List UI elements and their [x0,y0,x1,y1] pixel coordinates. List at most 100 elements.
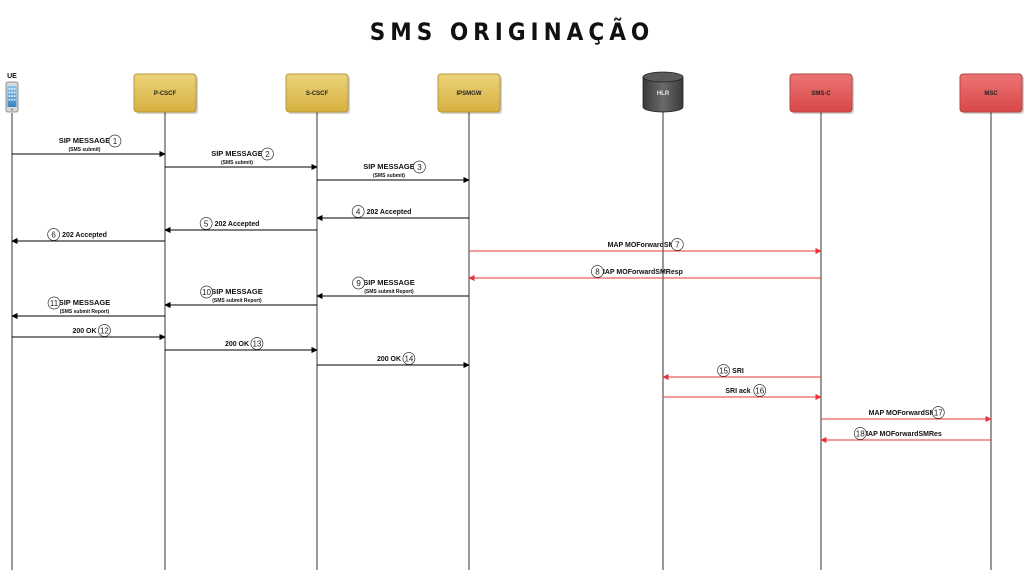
step-number-8: 8 [591,265,604,278]
message-9: SIP MESSAGE (SMS submit Report)9 [316,276,469,300]
entity-label-s-cscf: S-CSCF [306,91,329,97]
entity-label-hlr: HLR [657,91,670,97]
step-number-18: 18 [853,427,867,440]
step-number-text: 18 [856,429,865,438]
message-4: 202 Accepted 4 [316,205,469,222]
message-label: MAP MOForwardSMRes [862,431,942,438]
step-number-text: 14 [404,354,413,363]
phone-icon [5,81,19,113]
step-number-text: 10 [202,288,211,297]
entity-sms-c: SMS-C [789,73,854,114]
step-number-text: 15 [719,366,728,375]
step-number-17: 17 [931,406,945,419]
entity-label-p-cscf: P-CSCF [154,91,177,97]
step-number-text: 12 [100,326,109,335]
message-label: MAP MOForwardSM [869,410,936,417]
step-number-13: 13 [250,337,264,350]
message-label: SIP MESSAGE [211,149,263,158]
step-number-4: 4 [351,205,365,218]
step-number-14: 14 [402,352,416,365]
step-number-text: 17 [934,408,943,417]
message-label: 200 OK [72,328,96,335]
message-label: SRI [732,368,744,375]
message-label: 200 OK [225,341,249,348]
entity-s-cscf: S-CSCF [285,73,350,114]
entity-box-s-cscf [285,73,349,113]
message-16: SRI ack 16 [663,384,822,401]
step-number-1: 1 [108,134,122,148]
step-number-15: 15 [717,364,730,377]
step-number-11: 11 [47,296,61,310]
message-label: SIP MESSAGE [363,278,415,287]
step-number-9: 9 [352,276,365,290]
message-3: SIP MESSAGE (SMS submit) 3 [317,160,470,184]
message-sublabel: (SMS submit) [221,160,253,166]
step-number-text: 6 [51,230,56,239]
message-sublabel: (SMS submit) [69,147,101,153]
step-number-text: 8 [595,267,600,276]
step-number-text: 16 [755,386,764,395]
database-icon [642,77,684,113]
message-label: MAP MOForwardSM [608,242,675,249]
entity-label-msc: MSC [984,91,998,97]
message-label: 202 Accepted [215,221,260,228]
entity-box-ipsmgw [437,73,501,113]
step-number-text: 9 [356,279,361,288]
message-label: MAP MOForwardSMResp [599,269,683,276]
step-number-text: 4 [356,207,361,216]
step-number-10: 10 [200,285,213,299]
step-number-5: 5 [199,217,213,230]
message-sublabel: (SMS submit Report) [212,298,262,304]
entity-ue: UE [5,73,19,113]
message-sublabel: (SMS submit) [373,173,405,179]
message-5: 202 Accepted 5 [164,217,317,234]
step-number-text: 11 [50,299,59,308]
message-12: 200 OK 12 [12,324,166,341]
step-number-16: 16 [753,384,767,397]
step-number-3: 3 [413,160,426,174]
message-label: 202 Accepted [62,232,107,239]
message-label: SRI ack [725,388,750,395]
entity-p-cscf: P-CSCF [133,73,198,114]
message-1: SIP MESSAGE (SMS submit) 1 [12,134,166,158]
entity-box-p-cscf [133,73,197,113]
diagram-title: SMS ORIGINAÇÃO [369,18,655,46]
message-15: SRI 15 [662,364,821,381]
step-number-2: 2 [261,147,274,161]
entity-box-sms-c [789,73,853,113]
step-number-text: 3 [417,163,422,172]
step-number-text: 1 [113,137,118,146]
entity-label-ipsmgw: IPSMGW [457,91,482,97]
entity-msc: MSC [959,73,1024,114]
entity-label-ue: UE [7,73,17,80]
message-6: 202 Accepted 6 [11,228,165,245]
entity-label-sms-c: SMS-C [811,91,831,97]
message-sublabel: (SMS submit Report) [364,289,414,295]
message-label: SIP MESSAGE [363,162,415,171]
step-number-text: 2 [265,150,270,159]
message-label: 200 OK [377,356,401,363]
message-label: SIP MESSAGE [211,287,263,296]
entity-ipsmgw: IPSMGW [437,73,502,114]
step-number-text: 7 [675,240,680,249]
message-sublabel: (SMS submit Report) [60,309,110,315]
entity-hlr: HLR [642,71,684,113]
message-label: 202 Accepted [367,209,412,216]
message-11: SIP MESSAGE (SMS submit Report)11 [11,296,165,320]
step-number-12: 12 [98,324,111,337]
message-label: SIP MESSAGE [59,298,111,307]
message-10: SIP MESSAGE (SMS submit Report)10 [164,285,317,309]
entity-box-msc [959,73,1023,113]
step-number-text: 13 [252,339,261,348]
step-number-text: 5 [204,219,209,228]
step-number-6: 6 [47,228,61,241]
step-number-7: 7 [670,238,684,251]
message-label: SIP MESSAGE [59,136,111,145]
